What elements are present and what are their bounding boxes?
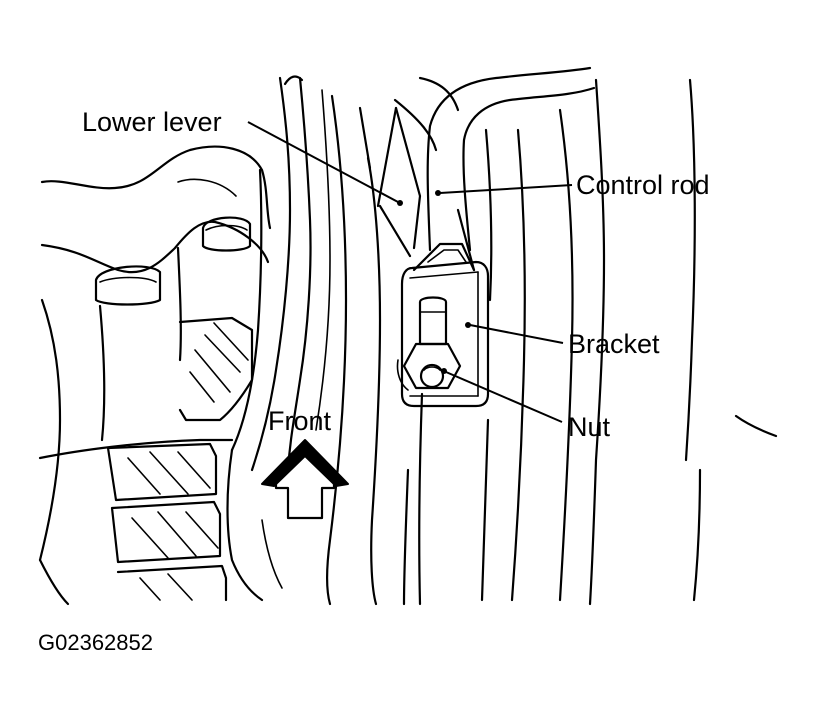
transmission-housing [38,75,331,606]
leader-nut [445,371,563,423]
label-front: Front [268,406,332,436]
nut [396,296,462,391]
control-rod [412,66,596,272]
leader-bracket [469,324,564,344]
front-arrow-icon [261,439,349,520]
lower-lever [376,106,422,258]
leader-lower-lever [247,121,399,203]
bracket [400,260,490,408]
label-lower-lever: Lower lever [82,107,222,137]
leader-control-rod [439,184,573,194]
label-control-rod: Control rod [576,170,710,200]
body-panel [325,76,778,606]
leader-lines [247,121,573,423]
label-bracket: Bracket [568,329,660,359]
label-nut: Nut [568,412,611,442]
figure-code: G02362852 [38,630,153,655]
